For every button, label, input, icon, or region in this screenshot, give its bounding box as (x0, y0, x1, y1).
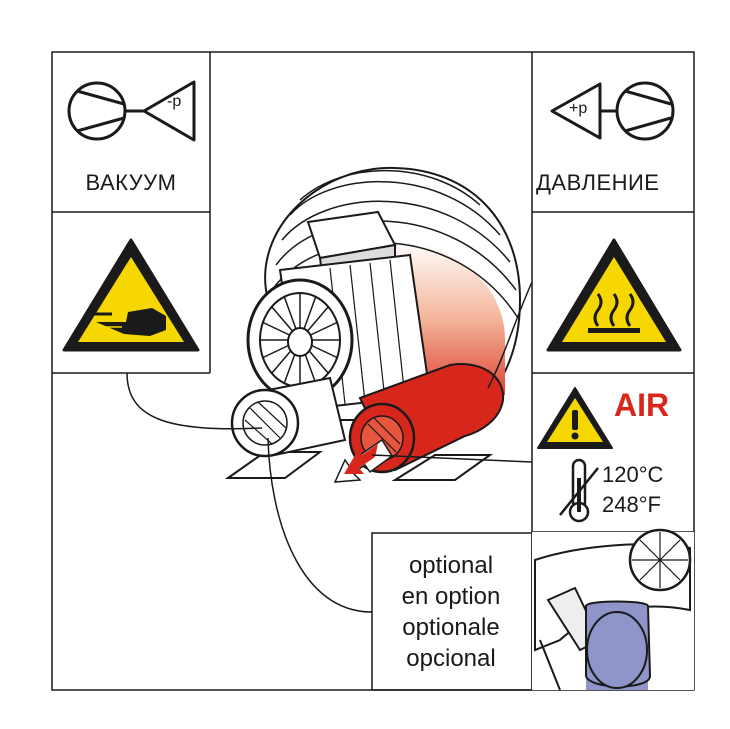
pressure-label: ДАВЛЕНИЕ (536, 170, 660, 195)
hand-crush-warning-icon (62, 238, 200, 352)
vacuum-label: ВАКУУМ (85, 170, 177, 195)
temperature-celsius: 120°C (602, 462, 664, 487)
general-warning-icon (537, 387, 613, 449)
hot-surface-warning-icon (546, 238, 682, 352)
optional-label-es: opcional (406, 644, 496, 672)
blower-illustration (224, 166, 522, 481)
optional-label-it: optionale (402, 613, 500, 641)
optional-label-fr: en option (401, 582, 501, 610)
vacuum-pump-icon (67, 80, 196, 142)
temperature-fahrenheit: 248°F (602, 492, 661, 517)
air-label: AIR (614, 387, 670, 423)
optional-label-en: optional (408, 551, 494, 579)
thermometer-icon (559, 458, 599, 523)
leader-lines (126, 281, 533, 613)
positive-pressure-label: +p (569, 100, 588, 117)
optional-filter-inset (532, 528, 694, 691)
pressure-pump-icon (550, 81, 675, 141)
optional-label-box: optional en option optionale opcional (372, 533, 530, 690)
airflow-arrow-icon (333, 438, 394, 483)
negative-pressure-label: -p (167, 93, 182, 110)
